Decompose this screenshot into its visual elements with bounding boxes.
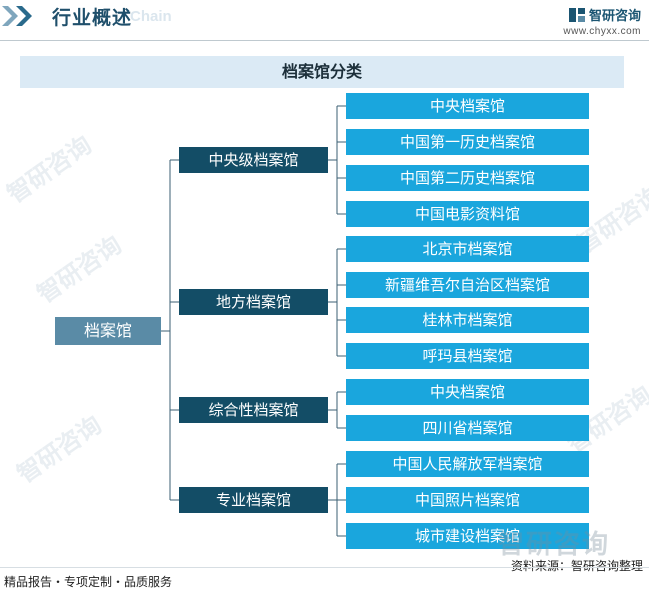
leaf-node: 桂林市档案馆 [346,307,589,333]
leaf-node: 中国第一历史档案馆 [346,129,589,155]
page-title: 行业概述 [52,7,133,29]
leaf-node: 新疆维吾尔自治区档案馆 [346,272,589,298]
leaf-node: 中国第二历史档案馆 [346,165,589,191]
diagram-title: 档案馆分类 [20,56,624,88]
leaf-node: 中央档案馆 [346,379,589,405]
leaf-node: 城市建设档案馆 [346,523,589,549]
leaf-node: 呼玛县档案馆 [346,343,589,369]
footer-slogan: 精品报告・专项定制・品质服务 [4,575,173,589]
leaf-node: 中国电影资料馆 [346,201,589,227]
group-comprehensive: 综合性档案馆 [179,397,328,423]
group-central: 中央级档案馆 [179,147,328,173]
footer-logo-watermark: 智研咨询 [498,530,611,560]
footer-divider [0,567,649,568]
brand: 智研咨询 www.chyxx.com [563,4,641,37]
leaf-node: 四川省档案馆 [346,415,589,441]
header-divider [0,40,649,41]
brand-url[interactable]: www.chyxx.com [563,26,641,37]
leaf-node: 中国照片档案馆 [346,487,589,513]
brand-name: 智研咨询 [588,9,641,24]
chevron-logo-icon [2,6,32,26]
header-watermark: Chain [130,8,172,25]
leaf-node: 中央档案馆 [346,93,589,119]
brand-logo-icon [568,7,585,22]
leaf-node: 北京市档案馆 [346,236,589,262]
source-note: 资料来源：智研咨询整理 [510,559,643,573]
root-node: 档案馆 [55,317,161,345]
leaf-node: 中国人民解放军档案馆 [346,451,589,477]
group-local: 地方档案馆 [179,289,328,315]
group-specialized: 专业档案馆 [179,487,328,513]
header-bar: 行业概述 Chain 智研咨询 www.chyxx.com [0,0,649,42]
